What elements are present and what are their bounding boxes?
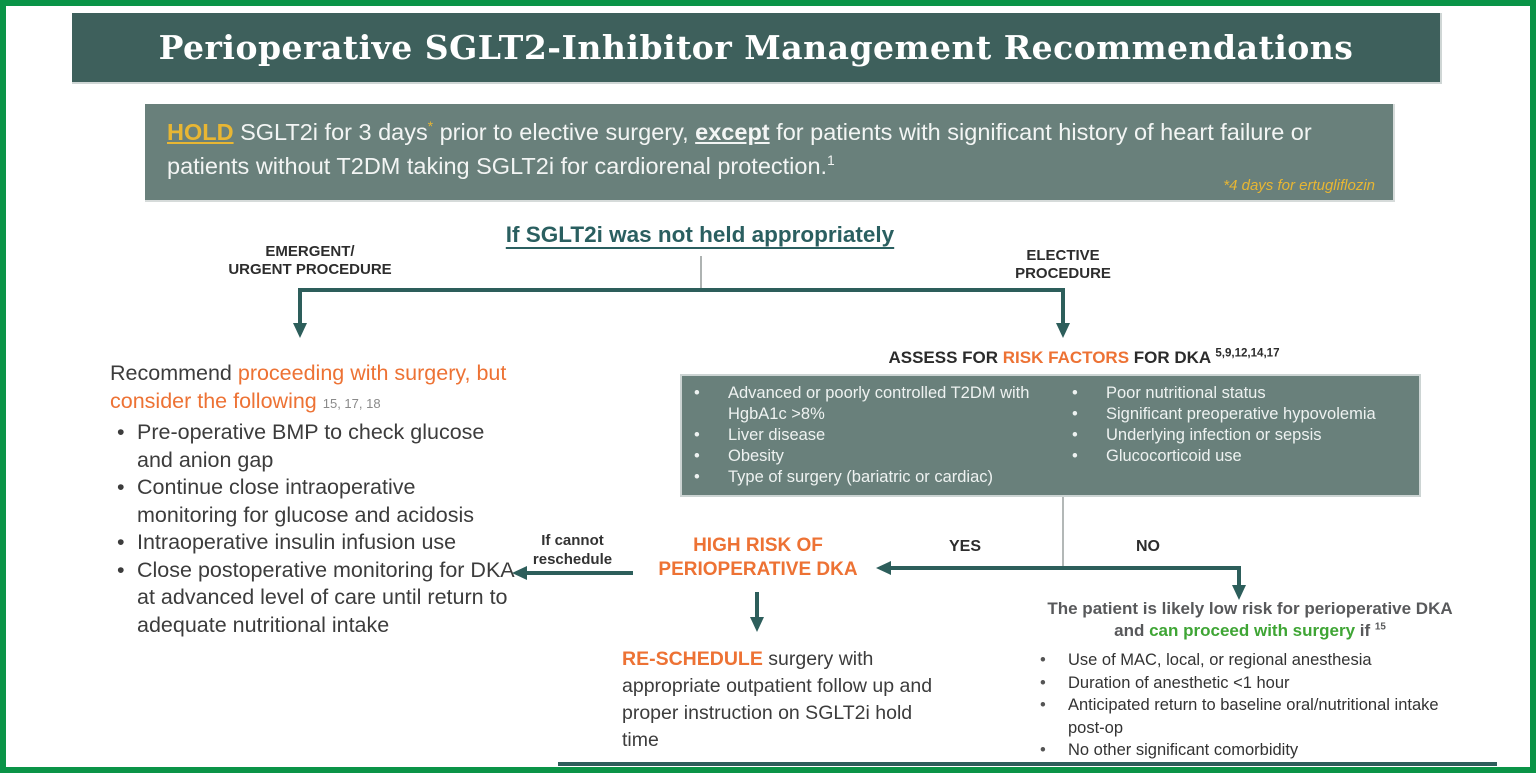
assess-risk-factors-heading: ASSESS FOR RISK FACTORS FOR DKA 5,9,12,1… [888, 347, 1280, 367]
low-risk-criteria-list: Use of MAC, local, or regional anesthesi… [1032, 649, 1468, 762]
hold-text: HOLD SGLT2i for 3 days* prior to electiv… [167, 119, 1312, 179]
high-risk-dka-label: HIGH RISK OF PERIOPERATIVE DKA [658, 535, 858, 580]
list-item: Use of MAC, local, or regional anesthesi… [1032, 649, 1468, 672]
risk-factors-column-1: Advanced or poorly controlled T2DM with … [682, 383, 1060, 495]
list-item: Continue close intraoperative monitoring… [110, 474, 516, 529]
risk-factors-highlight: RISK FACTORS [1002, 348, 1130, 367]
list-item: Significant preoperative hypovolemia [1060, 404, 1415, 425]
low-risk-heading: The patient is likely low risk for perio… [1047, 599, 1453, 640]
reference-15: 15 [1374, 621, 1386, 633]
list-item: Obesity [682, 446, 1060, 467]
references: 5,9,12,14,17 [1215, 347, 1280, 360]
hold-recommendation-box: HOLD SGLT2i for 3 days* prior to electiv… [145, 104, 1395, 202]
title-bar: Perioperative SGLT2-Inhibitor Management… [72, 13, 1442, 84]
list-item: Anticipated return to baseline oral/nutr… [1032, 694, 1468, 739]
emergent-procedure-label: EMERGENT/ URGENT PROCEDURE [228, 243, 392, 278]
yes-label: YES [948, 538, 981, 555]
emergent-recommendations: Recommend proceeding with surgery, but c… [110, 360, 516, 639]
if-cannot-reschedule-label: If cannot reschedule [532, 532, 613, 568]
list-item: Advanced or poorly controlled T2DM with … [682, 383, 1060, 425]
list-item: Intraoperative insulin infusion use [110, 529, 516, 557]
low-risk-block: The patient is likely low risk for perio… [1032, 598, 1468, 762]
emergent-recommendations-heading: Recommend proceeding with surgery, but c… [110, 361, 507, 413]
reschedule-highlight: RE-SCHEDULE [622, 648, 763, 670]
elective-procedure-label: ELECTIVE PROCEDURE [1015, 247, 1111, 282]
page-title: Perioperative SGLT2-Inhibitor Management… [158, 28, 1354, 67]
proceed-highlight: can proceed with surgery [1149, 621, 1356, 640]
hold-keyword: HOLD [167, 119, 234, 145]
no-label: NO [1136, 538, 1160, 555]
list-item: No other significant comorbidity [1032, 739, 1468, 762]
emergent-recommendations-list: Pre-operative BMP to check glucose and a… [110, 419, 516, 639]
reference-1: 1 [827, 153, 835, 169]
decision-title: If SGLT2i was not held appropriately [505, 222, 895, 247]
list-item: Duration of anesthetic <1 hour [1032, 672, 1468, 695]
list-item: Pre-operative BMP to check glucose and a… [110, 419, 516, 474]
list-item: Close postoperative monitoring for DKA a… [110, 557, 516, 640]
list-item: Poor nutritional status [1060, 383, 1415, 404]
references: 15, 17, 18 [322, 395, 381, 411]
ertugliflozin-asterisk: * [427, 119, 434, 135]
list-item: Underlying infection or sepsis [1060, 425, 1415, 446]
except-keyword: except [695, 119, 770, 145]
risk-factors-column-2: Poor nutritional status Significant preo… [1060, 383, 1415, 495]
reschedule-instructions: RE-SCHEDULE surgery with appropriate out… [622, 648, 933, 751]
list-item: Type of surgery (bariatric or cardiac) [682, 467, 1060, 488]
ertugliflozin-footnote: *4 days for ertugliflozin [1223, 177, 1375, 194]
list-item: Liver disease [682, 425, 1060, 446]
list-item: Glucocorticoid use [1060, 446, 1415, 467]
risk-factors-box: Advanced or poorly controlled T2DM with … [680, 374, 1421, 497]
proceed-with-surgery-highlight: proceeding with surgery, but consider th… [110, 361, 507, 413]
